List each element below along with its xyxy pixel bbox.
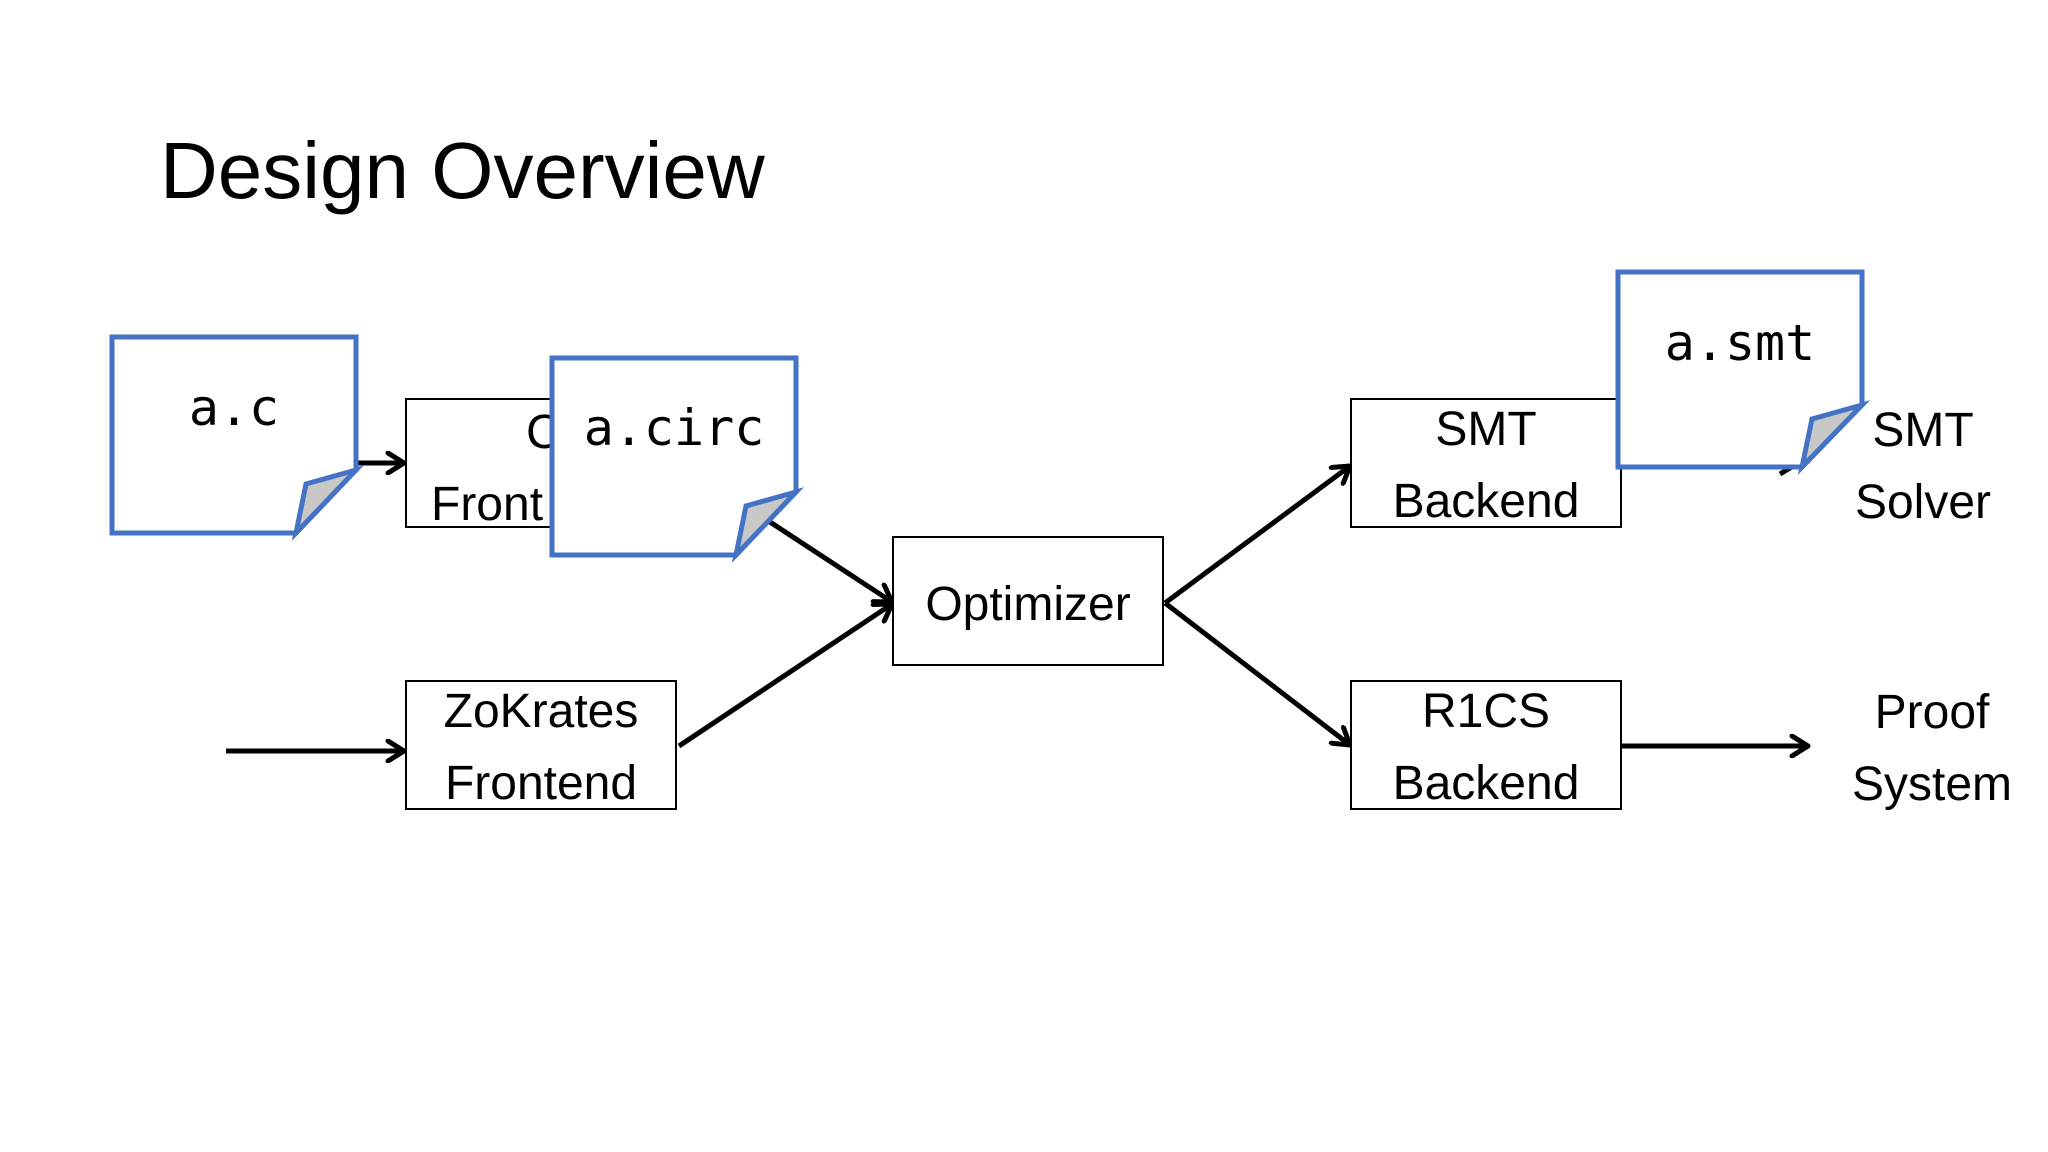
arrow-optimizer-to-smt-backend <box>1163 466 1350 606</box>
document-a-circ: a.circ <box>549 355 805 564</box>
slide-title: Design Overview <box>160 126 765 215</box>
zokrates-frontend-line1: ZoKrates <box>444 685 639 738</box>
optimizer-label: Optimizer <box>925 578 1130 631</box>
smt-backend-line2: Backend <box>1393 475 1580 528</box>
document-a-c: a.c <box>109 334 365 542</box>
r1cs-backend-line2: Backend <box>1393 757 1580 810</box>
optimizer-box: Optimizer <box>892 536 1164 666</box>
smt-backend-line1: SMT <box>1435 403 1536 456</box>
smt-solver-line2: Solver <box>1855 476 1991 529</box>
arrow-optimizer-to-r1cs-backend <box>1163 601 1350 745</box>
smt-backend-box: SMT Backend <box>1350 398 1622 528</box>
document-a-c-fold-icon <box>291 465 365 542</box>
zokrates-frontend-box: ZoKrates Frontend <box>405 680 677 810</box>
document-a-smt: a.smt <box>1615 269 1871 475</box>
document-a-c-label: a.c <box>189 379 279 437</box>
document-a-smt-fold-icon <box>1797 400 1871 475</box>
document-a-circ-label: a.circ <box>584 399 765 457</box>
proof-system-line2: System <box>1852 758 2012 811</box>
smt-solver-label: SMT Solver <box>1855 404 1991 529</box>
r1cs-backend-line1: R1CS <box>1422 685 1550 738</box>
zokrates-frontend-line2: Frontend <box>445 757 637 810</box>
proof-system-label: Proof System <box>1852 686 2012 811</box>
smt-solver-line1: SMT <box>1872 404 1973 457</box>
r1cs-backend-box: R1CS Backend <box>1350 680 1622 810</box>
arrow-acirc-to-optimizer <box>768 519 892 602</box>
arrow-zokrates-to-optimizer <box>677 604 892 749</box>
document-a-smt-label: a.smt <box>1665 314 1816 372</box>
proof-system-line1: Proof <box>1875 686 1990 739</box>
arrows <box>226 462 1808 751</box>
document-a-circ-fold-icon <box>731 487 805 564</box>
c-frontend-line2: Front <box>431 478 543 531</box>
